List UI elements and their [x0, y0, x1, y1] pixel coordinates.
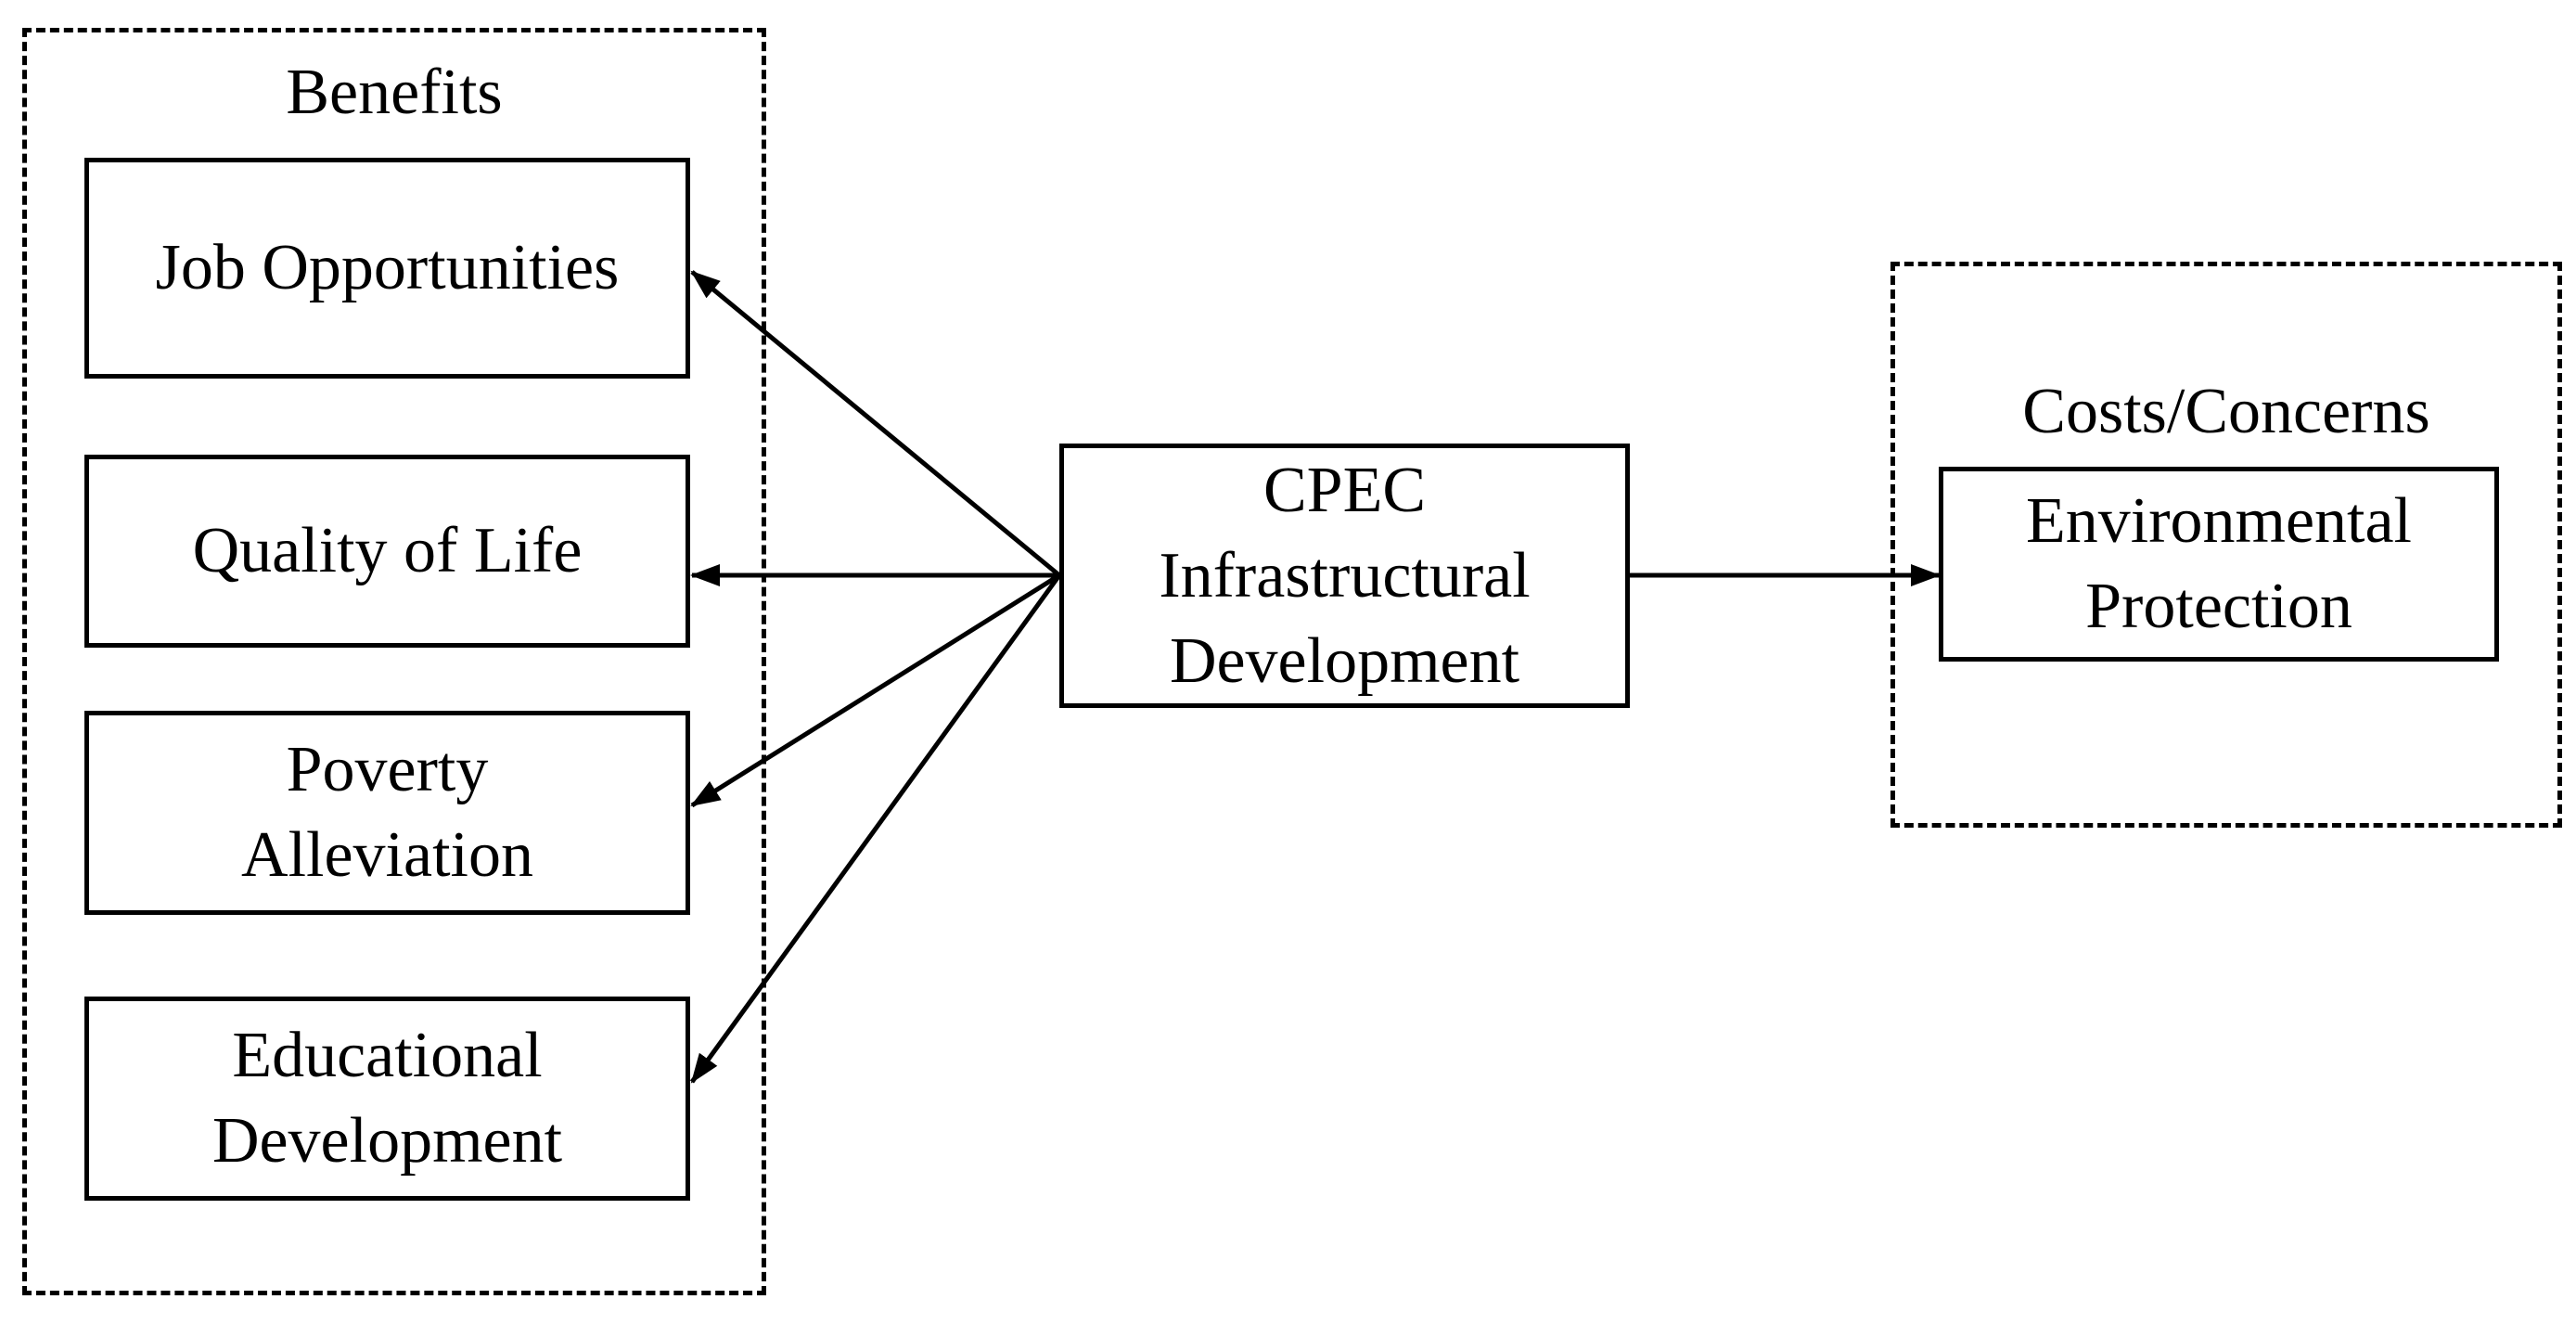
- costs-concerns-group-title: Costs/Concerns: [2022, 376, 2430, 447]
- node-quality-of-life: Quality of Life: [84, 455, 690, 648]
- node-environmental-protection-line-2: Protection: [2085, 571, 2352, 642]
- costs-concerns-group: Costs/Concerns: [1890, 262, 2562, 828]
- node-job-opportunities-line-1: Job Opportunities: [155, 232, 620, 303]
- node-quality-of-life-line-1: Quality of Life: [192, 515, 583, 586]
- node-environmental-protection-line-1: Environmental: [2025, 485, 2412, 557]
- node-cpec-line-2: Infrastructural: [1159, 539, 1531, 611]
- node-cpec-line-1: CPEC: [1262, 454, 1427, 526]
- node-educational-development-line-1: Educational: [232, 1020, 543, 1091]
- node-poverty-alleviation-line-1: Poverty: [286, 734, 489, 805]
- node-environmental-protection: Environmental Protection: [1939, 467, 2499, 662]
- node-cpec-infrastructural-development: CPEC Infrastructural Development: [1059, 444, 1630, 708]
- node-educational-development: Educational Development: [84, 997, 690, 1201]
- node-educational-development-line-2: Development: [211, 1105, 563, 1177]
- benefits-group-title: Benefits: [286, 57, 503, 128]
- node-poverty-alleviation-line-2: Alleviation: [241, 819, 533, 891]
- node-job-opportunities: Job Opportunities: [84, 158, 690, 379]
- node-cpec-line-3: Development: [1169, 624, 1520, 697]
- node-poverty-alleviation: Poverty Alleviation: [84, 711, 690, 915]
